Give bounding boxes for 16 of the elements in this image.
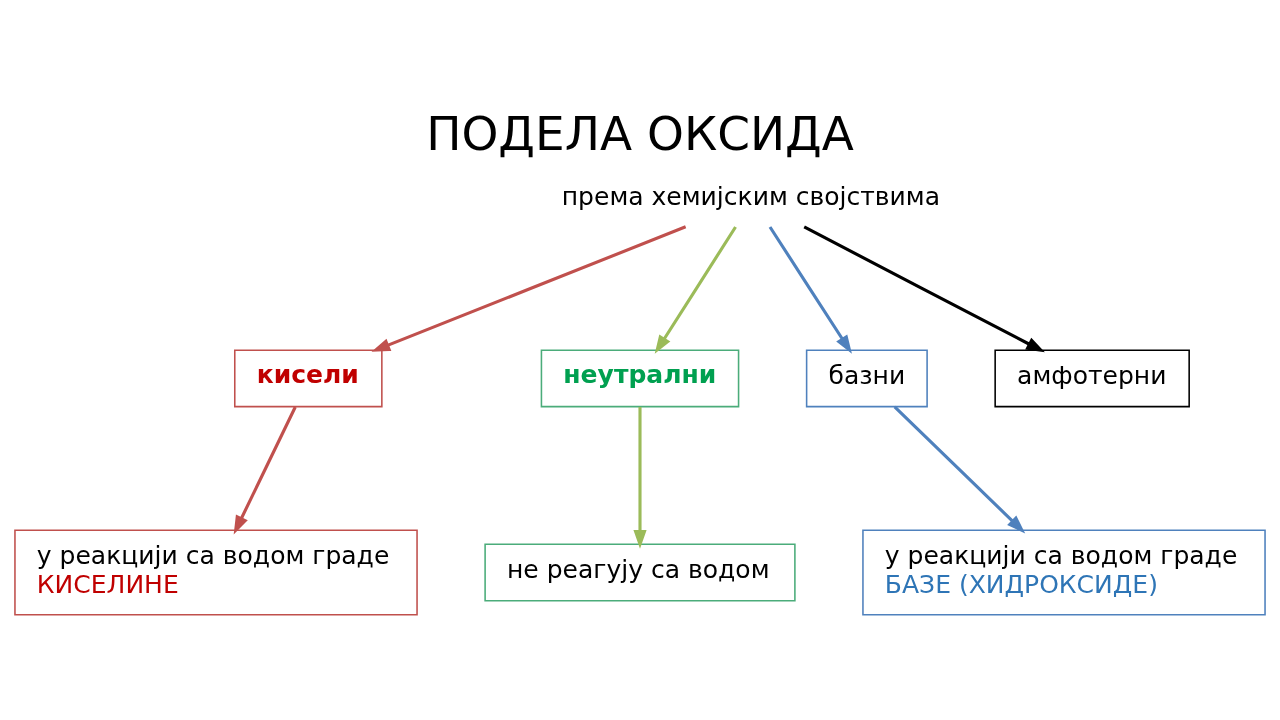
node-box: у реакцији са водом граде КИСЕЛИНЕ: [14, 529, 418, 615]
diagram-title: ПОДЕЛА ОКСИДА: [426, 105, 854, 161]
arrow: [371, 224, 687, 352]
node-box: у реакцији са водом граде БАЗЕ (ХИДРОКСИДЕ): [862, 529, 1266, 615]
node-text: према хемијским својствима: [561, 181, 941, 211]
node-box: кисели: [234, 349, 383, 407]
node-box: амфотерни: [994, 349, 1190, 407]
arrow: [768, 225, 852, 354]
arrow: [654, 225, 737, 354]
arrow: [233, 405, 297, 534]
node-box: базни: [805, 349, 928, 407]
arrow: [803, 225, 1045, 352]
arrow: [633, 406, 647, 549]
arrow: [893, 405, 1026, 533]
node-box: не реагују са водом: [484, 543, 796, 601]
node-box: неутрални: [540, 349, 740, 407]
